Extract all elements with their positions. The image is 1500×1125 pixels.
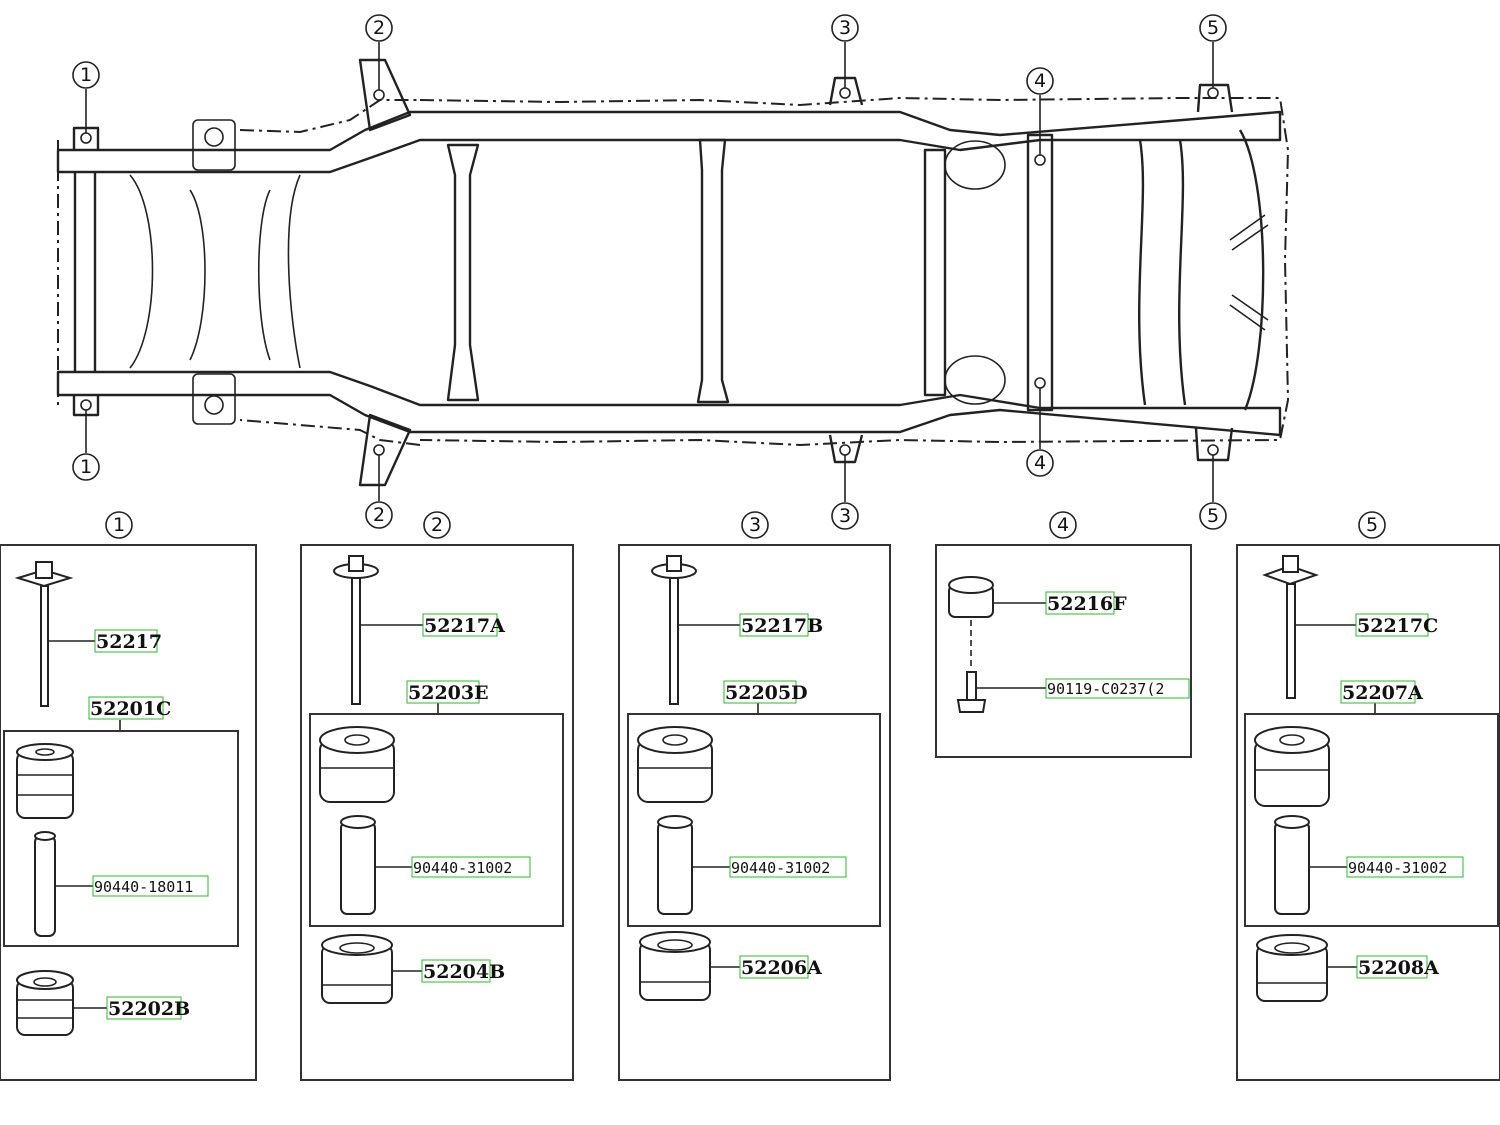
group-2-number: 2 <box>431 514 443 536</box>
part-52217: 52217 <box>96 631 162 653</box>
collar-icon <box>340 815 376 915</box>
upper-cushion-icon <box>16 743 74 819</box>
group-4-number: 4 <box>1057 514 1069 536</box>
upper-cushion-icon <box>319 726 395 803</box>
bolt-icon <box>651 555 697 705</box>
bolt-icon <box>14 561 74 707</box>
part-52204B: 52204B <box>423 961 505 983</box>
part-52205D: 52205D <box>725 682 808 704</box>
lower-cushion-icon <box>639 931 711 1001</box>
collar-icon <box>34 831 56 937</box>
callout-2-bottom: 2 <box>365 501 393 529</box>
bolt-icon <box>1262 555 1320 699</box>
mount-group-2: 2 52217A 52203E 90440-31002 <box>300 511 574 1081</box>
mount-group-3: 3 52217B 52205D 90440-31002 <box>618 511 891 1081</box>
group-5-number: 5 <box>1366 514 1378 536</box>
svg-text:2: 2 <box>373 17 385 39</box>
svg-text:4: 4 <box>1034 70 1046 92</box>
mount-group-4: 4 52216F 90119-C0237(2 <box>935 511 1192 758</box>
svg-text:2: 2 <box>373 504 385 526</box>
part-52206A: 52206A <box>741 957 822 979</box>
part-52208A: 52208A <box>1358 957 1439 979</box>
part-52217A: 52217A <box>424 615 505 637</box>
svg-text:3: 3 <box>839 505 851 527</box>
part-52216F: 52216F <box>1047 593 1127 615</box>
callout-5-top: 5 <box>1199 14 1227 42</box>
mount-group-5: 5 52217C 52207A 90440-31002 <box>1236 511 1500 1081</box>
svg-text:1: 1 <box>80 456 92 478</box>
part-52217C: 52217C <box>1357 615 1438 637</box>
part-90440-31002: 90440-31002 <box>731 859 830 877</box>
callout-4-bottom: 4 <box>1026 449 1054 477</box>
chassis-frame <box>56 96 1290 447</box>
part-90440-31002: 90440-31002 <box>413 859 512 877</box>
lower-cushion-icon <box>16 970 74 1036</box>
svg-text:4: 4 <box>1034 452 1046 474</box>
group-1-number: 1 <box>113 514 125 536</box>
part-52201C: 52201C <box>90 698 171 720</box>
callout-5-bottom: 5 <box>1199 502 1227 530</box>
part-90119-C0237: 90119-C0237(2 <box>1047 680 1164 698</box>
callout-2-top: 2 <box>365 14 393 42</box>
callout-3-top: 3 <box>831 14 859 42</box>
callout-4-top: 4 <box>1026 67 1054 95</box>
part-52203E: 52203E <box>408 682 489 704</box>
svg-text:3: 3 <box>839 17 851 39</box>
callout-3-bottom: 3 <box>831 502 859 530</box>
upper-cushion-icon <box>637 726 713 803</box>
upper-cushion-icon <box>1254 726 1330 807</box>
callout-1-top: 1 <box>72 61 100 89</box>
part-90440-31002: 90440-31002 <box>1348 859 1447 877</box>
svg-text:5: 5 <box>1207 505 1219 527</box>
bolt-icon <box>333 555 379 705</box>
part-52202B: 52202B <box>108 998 190 1020</box>
part-90440-18011: 90440-18011 <box>94 878 193 896</box>
callout-1-bottom: 1 <box>72 453 100 481</box>
svg-text:1: 1 <box>80 64 92 86</box>
part-52207A: 52207A <box>1342 682 1423 704</box>
group-3-number: 3 <box>749 514 761 536</box>
collar-icon <box>657 815 693 915</box>
bolt-icon <box>956 671 987 713</box>
cushion-icon <box>948 576 994 618</box>
mount-group-1: 1 52217 52201C 90440-18011 <box>0 511 257 1081</box>
frame-callouts: 1 1 2 2 3 3 4 4 5 5 <box>72 14 1227 530</box>
lower-cushion-icon <box>1256 934 1328 1002</box>
part-52217B: 52217B <box>741 615 823 637</box>
collar-icon <box>1274 815 1310 915</box>
lower-cushion-icon <box>321 934 393 1004</box>
svg-text:5: 5 <box>1207 17 1219 39</box>
